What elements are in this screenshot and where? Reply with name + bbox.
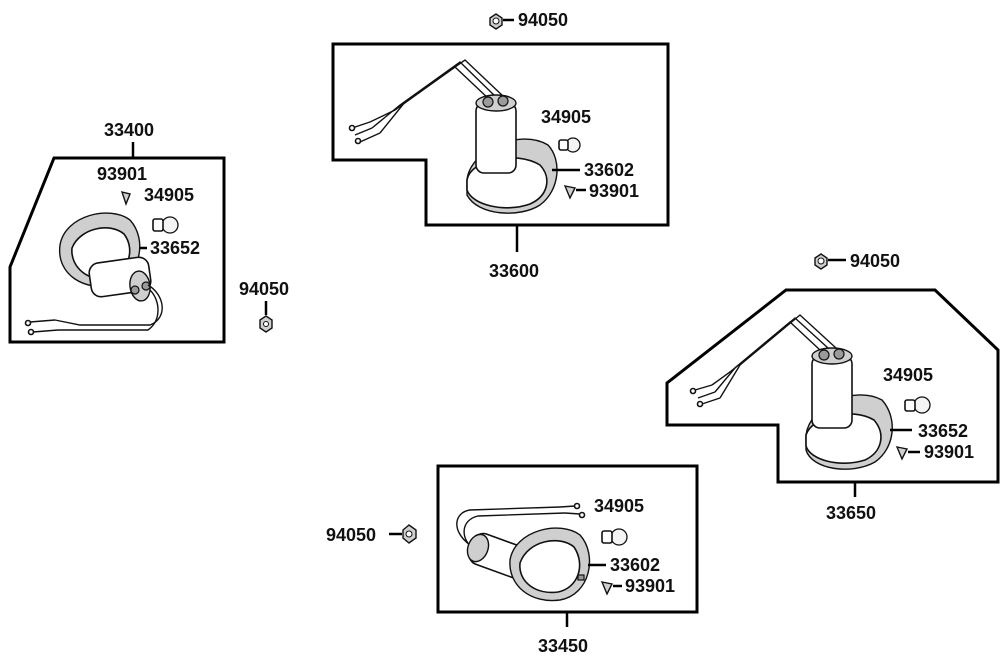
wire-harness-icon [689, 314, 837, 408]
right-lens-label: 33652 [918, 421, 968, 441]
left-nut-label: 94050 [239, 279, 289, 299]
left-assembly-group: 33400 93901 34905 33652 [8, 120, 226, 344]
right-assembly-label: 33650 [826, 503, 876, 523]
bottom-bulb-label: 34905 [594, 496, 644, 516]
top-assembly-group: 33600 34905 33602 [331, 42, 670, 281]
bottom-assembly-group: 33450 34905 33602 93901 [436, 464, 699, 656]
nut-icon [814, 253, 828, 270]
bulb-icon [152, 216, 179, 234]
nut-icon [489, 13, 503, 30]
right-assembly-group: 33650 34905 33652 93901 [665, 288, 1000, 523]
left-bulb-label: 34905 [144, 185, 194, 205]
left-lens-label: 33652 [150, 238, 200, 258]
bottom-lens-label: 33602 [610, 555, 660, 575]
top-assembly-label: 33600 [489, 261, 539, 281]
screw-icon [563, 185, 577, 200]
bottom-nut-group: 94050 [326, 524, 417, 545]
left-screw-label: 93901 [97, 164, 147, 184]
bulb-icon [558, 137, 581, 153]
signal-lamp-icon [466, 527, 591, 602]
right-bulb-label: 34905 [883, 365, 933, 385]
bottom-assembly-label: 33450 [538, 636, 588, 656]
top-assembly-frame [331, 42, 670, 227]
top-nut-group: 94050 [489, 10, 568, 30]
right-assembly-frame [665, 288, 1000, 484]
left-assembly-frame [8, 156, 226, 344]
signal-lamp-icon [59, 212, 152, 302]
nut-icon [402, 524, 417, 544]
bottom-assembly-frame [436, 464, 699, 614]
right-nut-group: 94050 [814, 251, 900, 271]
left-nut-group: 94050 [239, 279, 289, 333]
wire-harness-icon [348, 59, 505, 145]
screw-icon [895, 446, 909, 461]
nut-icon [259, 315, 273, 333]
top-screw-label: 93901 [589, 181, 639, 201]
top-lens-label: 33602 [584, 160, 634, 180]
left-assembly-label: 33400 [104, 120, 154, 140]
signal-lamp-icon [466, 94, 558, 214]
right-nut-label: 94050 [850, 251, 900, 271]
right-screw-label: 93901 [924, 442, 974, 462]
screw-icon [600, 581, 614, 596]
bottom-screw-label: 93901 [625, 576, 675, 596]
top-bulb-label: 34905 [541, 107, 591, 127]
top-nut-label: 94050 [518, 10, 568, 30]
signal-lamp-icon [805, 347, 893, 470]
screw-icon [120, 191, 131, 207]
bottom-nut-label: 94050 [326, 525, 376, 545]
bulb-icon [601, 528, 628, 546]
bulb-icon [904, 396, 931, 414]
wire-harness-icon [24, 284, 163, 336]
